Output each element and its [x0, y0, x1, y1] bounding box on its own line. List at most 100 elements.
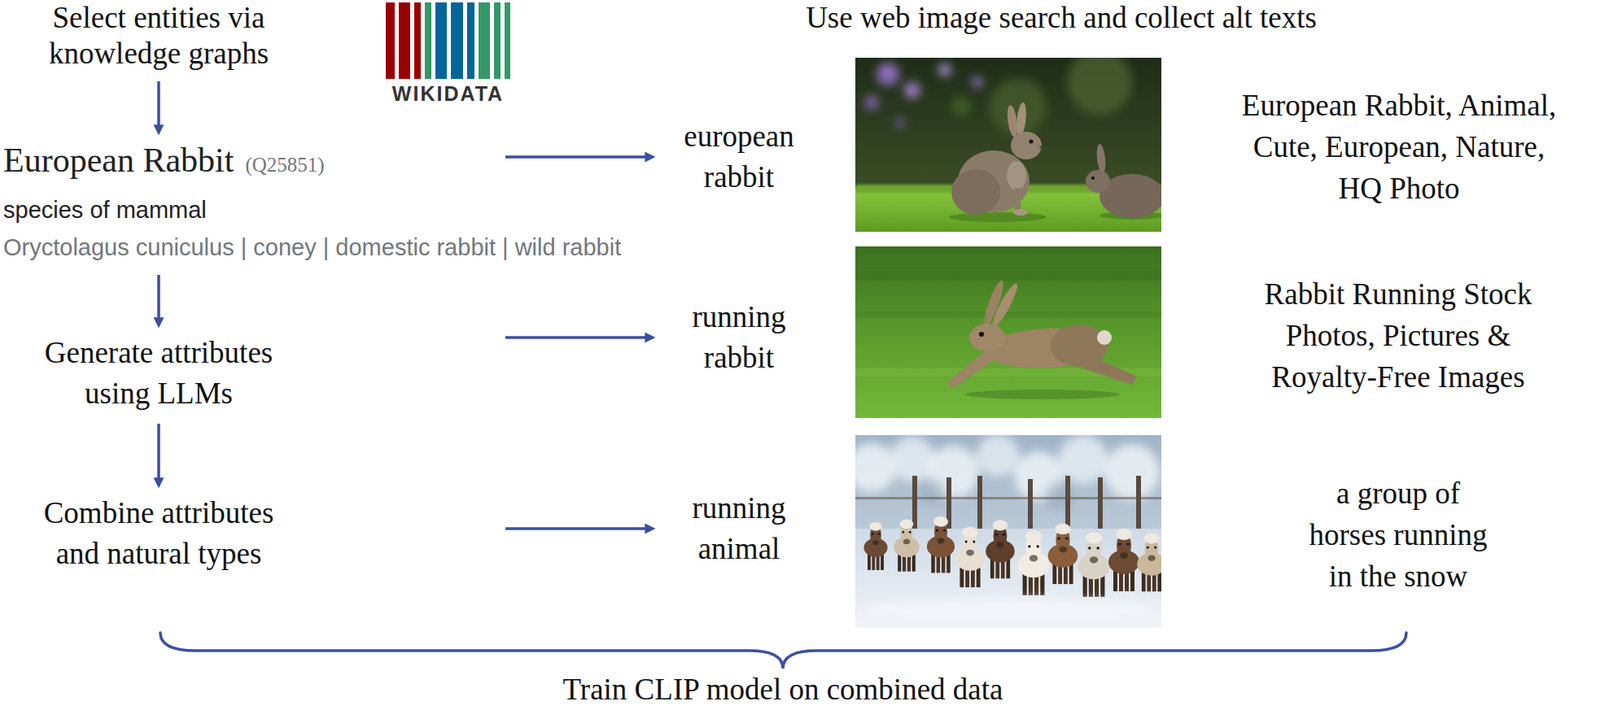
rabbit-photo — [855, 57, 1162, 232]
running-rabbit-photo — [1097, 330, 1112, 346]
rabbit-photo — [1014, 187, 1021, 213]
horses-photo — [863, 522, 888, 571]
node-text: Oryctolagus cuniculus | coney | domestic… — [3, 229, 621, 266]
horses-photo — [893, 520, 920, 573]
text-node: Combine attributes and natural types — [28, 493, 289, 575]
rabbit-photo — [876, 62, 900, 86]
rabbit-photo — [904, 82, 921, 99]
horses-photo — [855, 497, 1162, 500]
text-row: Combine attributes and natural types — [28, 493, 289, 575]
horses-photo — [912, 476, 918, 538]
horses-photo — [1136, 533, 1162, 592]
wikidata-logo — [478, 2, 490, 79]
horses-photo — [1136, 476, 1141, 538]
node-text: running rabbit — [661, 297, 817, 379]
text-node: Generate attributes using LLMs — [28, 332, 289, 415]
node-text: european rabbit — [661, 116, 817, 198]
running-rabbit-photo — [855, 246, 1162, 419]
running-rabbit-photo — [1050, 324, 1108, 368]
rabbit-photo — [1010, 131, 1042, 160]
rabbit-photo — [864, 95, 879, 110]
node-text: species of mammal — [3, 192, 621, 228]
text-node: running animal — [661, 488, 817, 570]
text-row: Select entities via knowledge graphs — [28, 0, 289, 72]
horses-photo — [1077, 532, 1110, 598]
flow-arrow — [157, 424, 161, 479]
wikidata-logo — [398, 2, 411, 79]
rabbit-photo — [971, 76, 984, 88]
horses-photo — [855, 435, 1160, 512]
wikidata-logo — [467, 2, 475, 79]
text-node: european rabbit — [661, 116, 817, 198]
running-rabbit-photo — [855, 311, 1162, 319]
node-text: Combine attributes and natural types — [28, 493, 289, 575]
rabbit-photo — [895, 118, 905, 128]
horses-photo — [919, 479, 946, 506]
running-rabbit-photo — [946, 350, 994, 389]
logo-wordmark: WIKIDATA — [385, 82, 511, 105]
rabbit-photo — [864, 57, 1133, 136]
rabbit-photo — [951, 169, 1001, 215]
rabbit-photo — [1039, 145, 1043, 149]
horses-photo — [955, 527, 986, 588]
text-row: Generate attributes using LLMs — [28, 332, 289, 415]
horses-photo — [926, 516, 955, 573]
flow-arrow — [505, 336, 646, 340]
text-row: Oryctolagus cuniculus | coney | domestic… — [3, 229, 621, 266]
wikidata-logo — [424, 2, 432, 79]
horses-photo — [946, 477, 952, 537]
horses-photo — [976, 435, 1019, 477]
flow-arrow — [505, 527, 646, 531]
node-text: Generate attributes using LLMs — [28, 332, 289, 415]
horses-photo — [855, 435, 1162, 629]
curly-brace — [160, 633, 1407, 669]
rabbit-photo — [1085, 170, 1111, 193]
running-rabbit-photo — [855, 246, 1162, 419]
wikidata-logo — [385, 2, 511, 79]
rabbit-photo — [951, 96, 971, 117]
horses-photo — [1027, 479, 1033, 537]
text-row: european rabbit — [661, 116, 817, 198]
node-text: European Rabbit — [3, 139, 234, 181]
node-text: (Q25851) — [244, 144, 324, 186]
running-rabbit-photo — [965, 389, 1120, 400]
alt-text: Rabbit Running Stock Photos, Pictures & … — [1243, 273, 1553, 398]
rabbit-photo — [938, 63, 952, 77]
node-text: Select entities via knowledge graphs — [28, 0, 289, 72]
running-rabbit-photo — [989, 281, 1022, 330]
horses-photo — [977, 476, 983, 538]
horses-photo — [1104, 444, 1160, 500]
horses-photo — [985, 520, 1015, 579]
text-node: Select entities via knowledge graphs — [28, 0, 289, 72]
wikidata-logo — [435, 2, 447, 79]
running-rabbit-photo — [855, 271, 1162, 281]
flow-arrow — [157, 275, 161, 319]
running-rabbit-photo — [969, 323, 1006, 352]
rabbit-photo — [1066, 57, 1133, 115]
rabbit-photo — [1095, 144, 1107, 175]
rabbit-photo — [1013, 209, 1028, 216]
alt-text: a group of horses running in the snow — [1305, 472, 1491, 598]
wikidata-logo — [504, 2, 511, 79]
rabbit-photo — [1091, 176, 1095, 180]
wikidata-logo — [414, 2, 421, 79]
text-row: running rabbit — [661, 297, 817, 379]
flow-arrow — [505, 155, 646, 159]
alt-text: European Rabbit, Animal, Cute, European,… — [1231, 84, 1567, 210]
rabbit-photo — [948, 212, 1047, 223]
text-node: European Rabbit(Q25851) species of mammal… — [3, 139, 621, 266]
text-row: running animal — [661, 488, 817, 570]
flow-arrow — [157, 81, 161, 126]
wikidata-logo — [450, 2, 464, 79]
text-node: running rabbit — [661, 297, 817, 379]
wikidata-logo — [385, 2, 395, 79]
horses-photo — [1108, 528, 1140, 592]
footer-caption: Train CLIP model on combined data — [563, 672, 1004, 709]
text-row: European Rabbit(Q25851) — [3, 139, 621, 186]
wikidata-logo — [493, 2, 501, 79]
horses-photo — [855, 435, 1162, 629]
node-text: running animal — [661, 488, 817, 570]
rabbit-photo — [1006, 161, 1027, 191]
